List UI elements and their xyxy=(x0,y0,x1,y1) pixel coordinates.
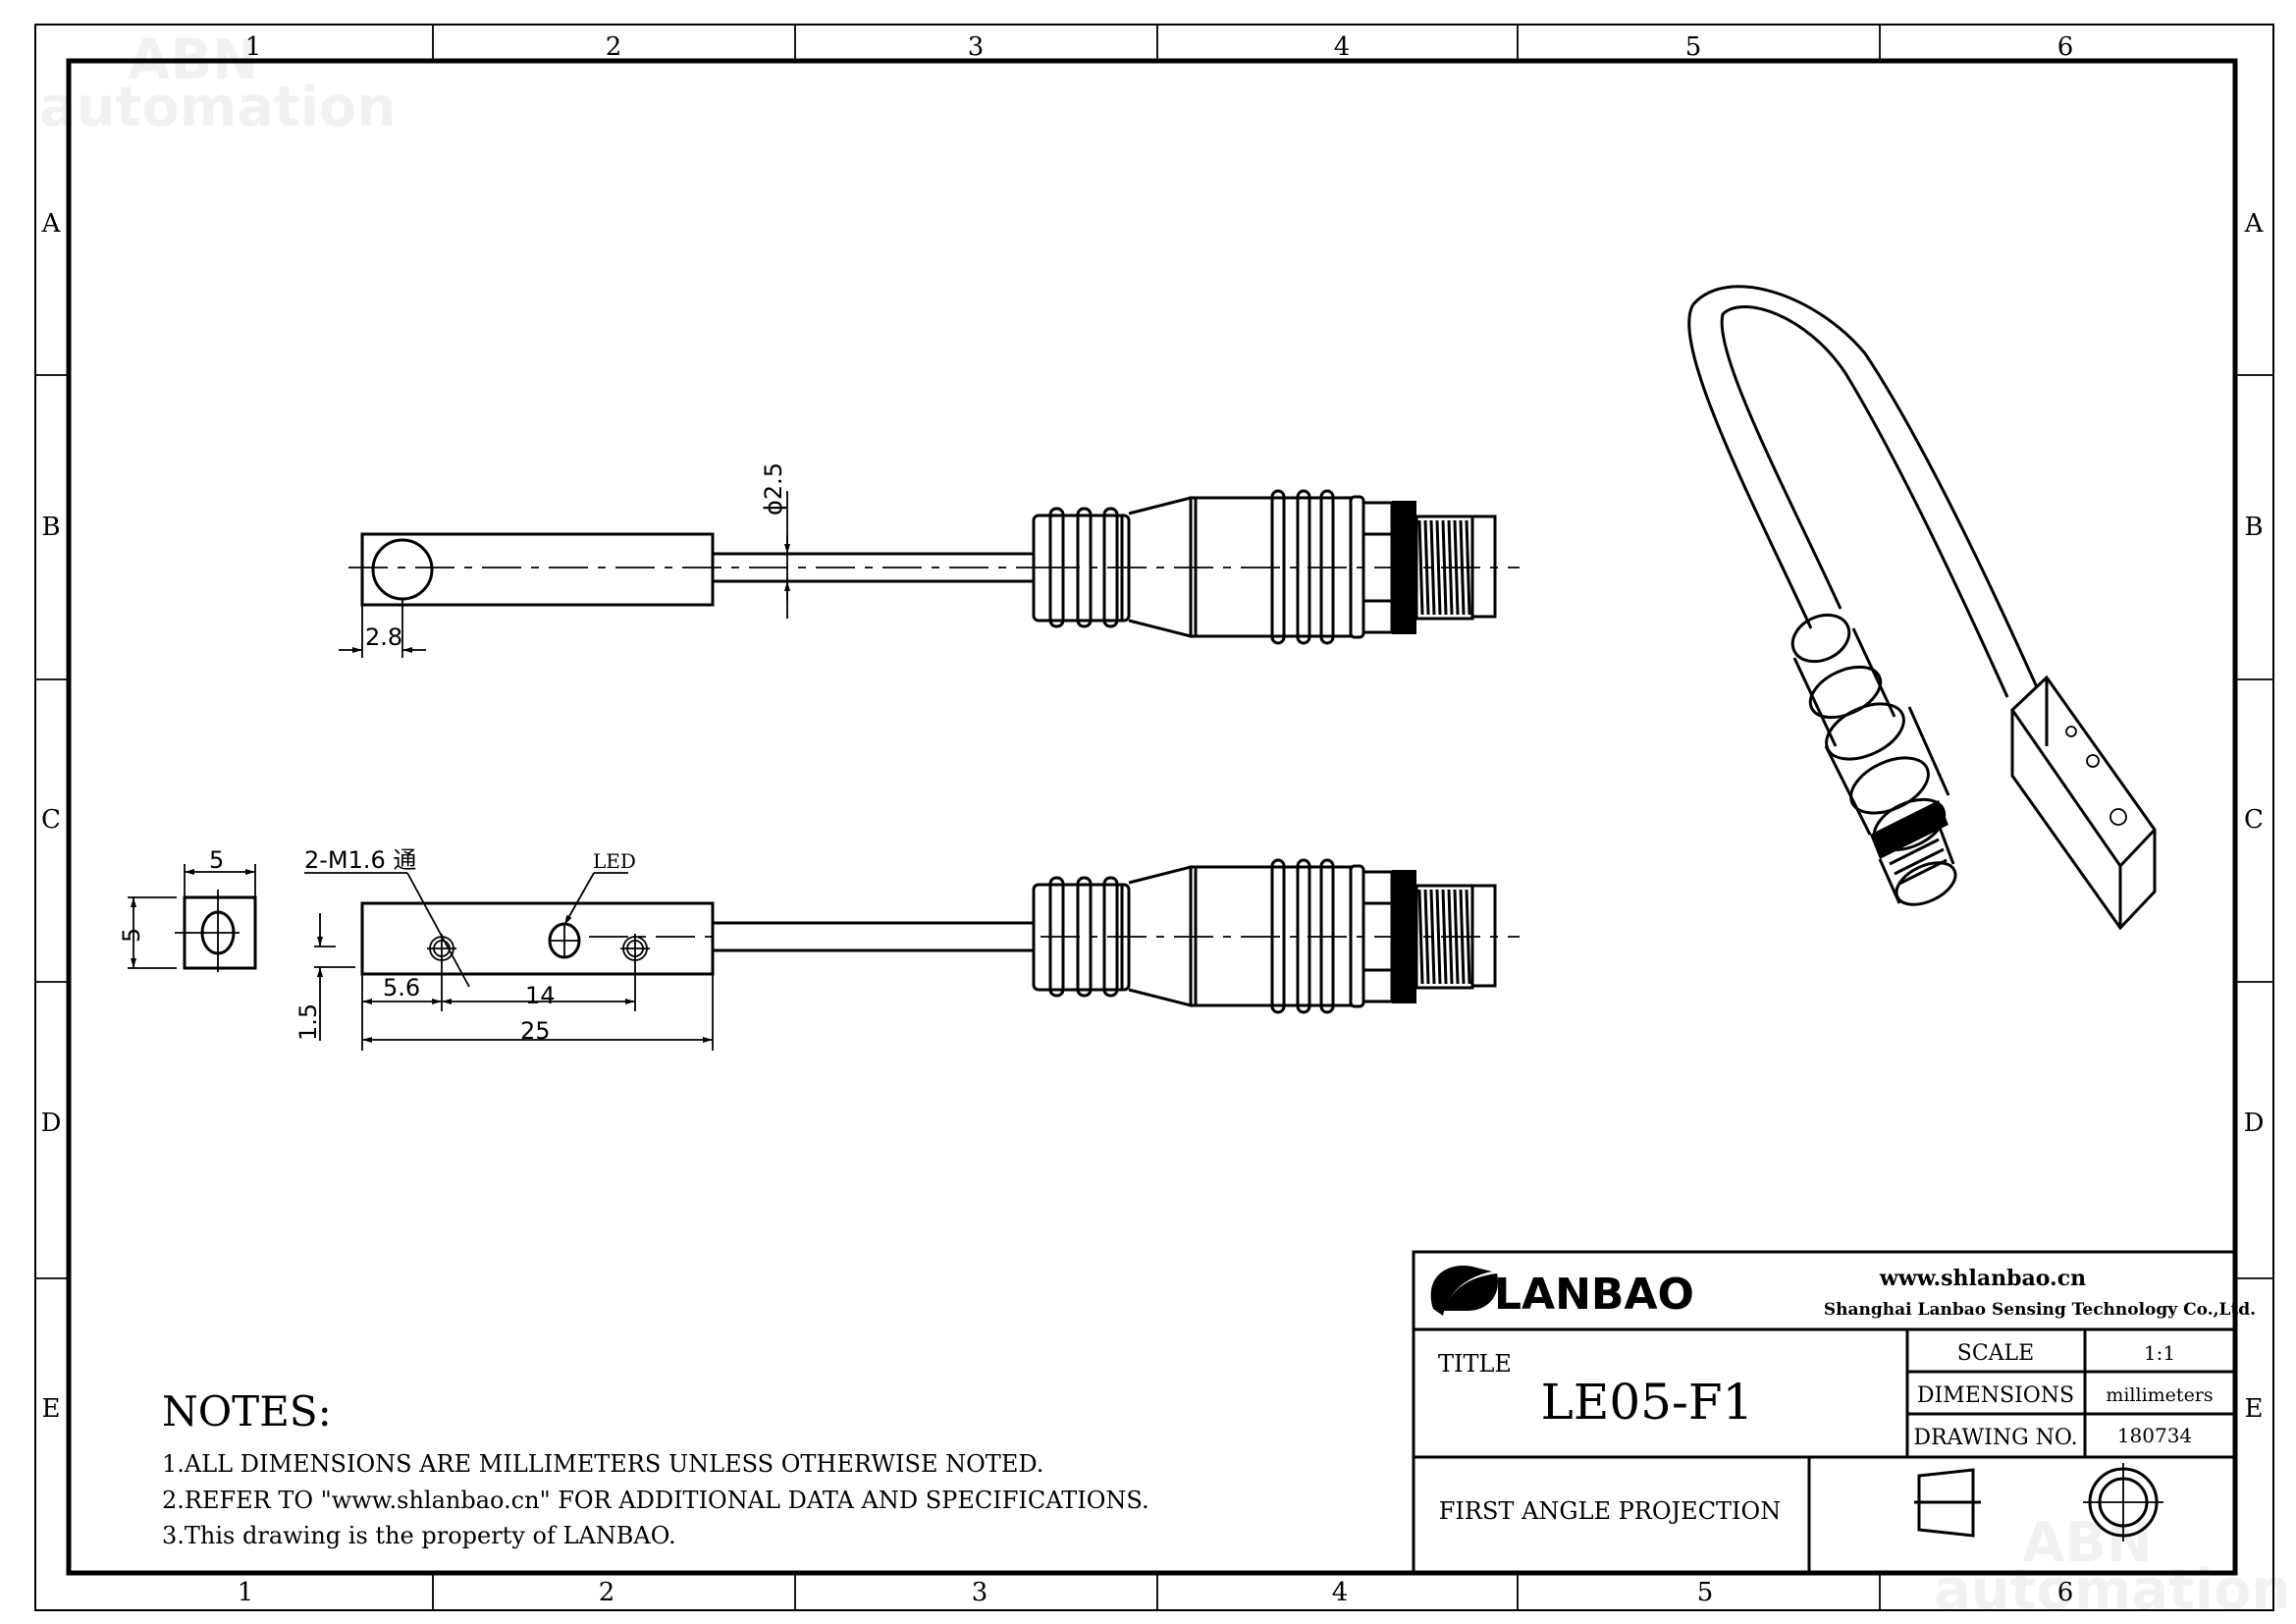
scale-value: 1:1 xyxy=(2144,1341,2175,1365)
led-callout: LED xyxy=(563,849,636,926)
zone-label: 2 xyxy=(599,1578,615,1607)
note-item: 3.This drawing is the property of LANBAO… xyxy=(162,1522,676,1549)
lanbao-logo: LANBAO xyxy=(1430,1266,1694,1320)
isometric-connector xyxy=(1790,613,1957,906)
drawing-frame: 1 2 3 4 5 6 1 2 3 4 5 6 A B C D E A B C … xyxy=(34,24,2274,1611)
dimensions-label: DIMENSIONS xyxy=(1917,1383,2074,1408)
zone-label: 5 xyxy=(1685,32,1702,62)
sensor-side-view: 5 5 2-M1.6 通 LED 5.6 14 25 xyxy=(118,846,1522,1051)
title-block: LANBAO www.shlanbao.cn Shanghai Lanbao S… xyxy=(1412,1250,2256,1575)
dimensions-value: millimeters xyxy=(2106,1384,2213,1406)
watermark-text: ABN xyxy=(2022,1511,2153,1575)
zone-label: C xyxy=(2244,805,2264,835)
diameter-dimension: ϕ2.5 xyxy=(760,462,790,619)
projection-label: FIRST ANGLE PROJECTION xyxy=(1439,1497,1781,1525)
title-label: TITLE xyxy=(1438,1350,1512,1378)
dimension-label: 5 xyxy=(118,928,145,943)
drawing-no-label: DRAWING NO. xyxy=(1913,1426,2077,1450)
scale-label: SCALE xyxy=(1957,1341,2034,1366)
zone-label: C xyxy=(41,805,61,835)
row-labels-right: A B C D E xyxy=(2244,209,2265,1424)
zone-label: 2 xyxy=(606,32,622,62)
zone-label: D xyxy=(41,1109,62,1138)
dimension-label: 5.6 xyxy=(383,974,420,1001)
hole-offset-dimension: 2.8 xyxy=(339,599,426,658)
column-labels-top: 1 2 3 4 5 6 xyxy=(245,32,2074,62)
zone-label: 6 xyxy=(2057,32,2074,62)
end-view: 5 5 xyxy=(118,846,257,972)
thread-callout: 2-M1.6 通 xyxy=(304,846,470,988)
zone-label: 3 xyxy=(972,1578,988,1607)
zone-label: 6 xyxy=(2057,1578,2074,1607)
logo-text: LANBAO xyxy=(1494,1270,1694,1320)
dimension-label: 14 xyxy=(525,982,556,1009)
zone-label: 5 xyxy=(1697,1578,1714,1607)
zone-label: A xyxy=(41,209,62,239)
notes: NOTES: 1.ALL DIMENSIONS ARE MILLIMETERS … xyxy=(162,1387,1149,1549)
zone-label: 4 xyxy=(1332,1578,1349,1607)
zone-label: E xyxy=(2245,1394,2264,1424)
zone-label: A xyxy=(2244,209,2265,239)
note-item: 1.ALL DIMENSIONS ARE MILLIMETERS UNLESS … xyxy=(162,1450,1043,1478)
drawing-title: LE05-F1 xyxy=(1541,1374,1754,1431)
thread-note: 2-M1.6 通 xyxy=(304,846,416,874)
zone-label: B xyxy=(41,513,60,542)
length-dimensions: 5.6 14 25 1.5 xyxy=(294,913,714,1051)
company-name: Shanghai Lanbao Sensing Technology Co.,L… xyxy=(1824,1300,2256,1320)
zone-label: E xyxy=(42,1394,61,1424)
zone-label: 3 xyxy=(968,32,985,62)
notes-heading: NOTES: xyxy=(162,1387,332,1435)
watermark-text: automation xyxy=(39,76,396,139)
drawing-no-value: 180734 xyxy=(2117,1424,2192,1447)
dimension-label: 1.5 xyxy=(294,1003,322,1041)
watermark-text: automation xyxy=(1934,1558,2290,1622)
zone-label: D xyxy=(2244,1109,2265,1138)
dimension-label: ϕ2.5 xyxy=(760,462,787,515)
zone-label: B xyxy=(2244,513,2263,542)
dimension-label: 5 xyxy=(209,846,224,874)
sensor-top-view: ϕ2.5 2.8 xyxy=(339,462,1522,658)
led-label: LED xyxy=(593,849,636,873)
watermark-top-left: ABN automation xyxy=(39,28,396,139)
zone-label: 4 xyxy=(1334,32,1351,62)
note-item: 2.REFER TO "www.shlanbao.cn" FOR ADDITIO… xyxy=(162,1487,1149,1514)
row-labels-left: A B C D E xyxy=(41,209,62,1424)
zone-label: 1 xyxy=(238,1578,254,1607)
dimension-label: 2.8 xyxy=(365,623,402,651)
dimension-label: 25 xyxy=(520,1017,551,1045)
website: www.shlanbao.cn xyxy=(1879,1266,2086,1291)
projection-symbol xyxy=(1914,1463,2163,1542)
zone-label: 1 xyxy=(245,32,262,62)
sensor-isometric-view xyxy=(1687,285,2157,931)
watermark-bottom-right: ABN automation xyxy=(1934,1511,2290,1622)
column-labels-bottom: 1 2 3 4 5 6 xyxy=(238,1578,2074,1607)
